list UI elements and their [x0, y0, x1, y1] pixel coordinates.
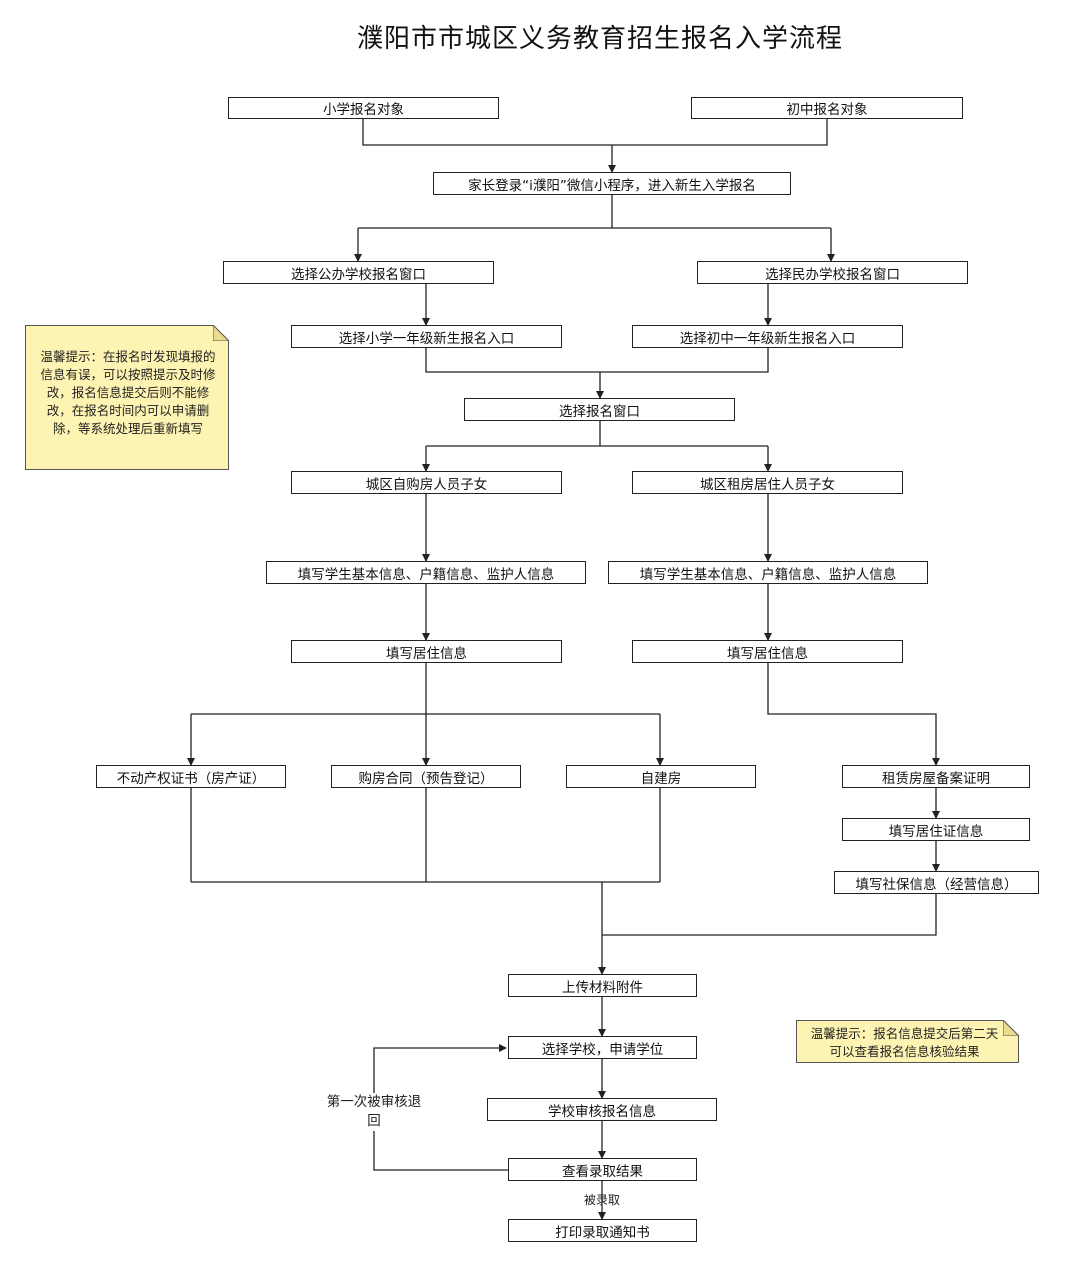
social-security-box: 填写社保信息（经营信息） [834, 871, 1039, 894]
fill-residence-right-box: 填写居住信息 [632, 640, 903, 663]
primary-entry-box: 选择小学一年级新生报名入口 [291, 325, 562, 348]
tip-left-text: 温馨提示：在报名时发现填报的信息有误，可以按照提示及时修改，报名信息提交后则不能… [40, 349, 216, 436]
rent-house-box: 城区租房居住人员子女 [632, 471, 903, 494]
note-fold-icon [1003, 1020, 1019, 1036]
private-window-box: 选择民办学校报名窗口 [697, 261, 968, 284]
public-window-box: 选择公办学校报名窗口 [223, 261, 494, 284]
first-return-label-line2: 回 [367, 1113, 381, 1129]
select-window-box: 选择报名窗口 [464, 398, 735, 421]
fill-basic-right-box: 填写学生基本信息、户籍信息、监护人信息 [608, 561, 928, 584]
middle-entry-box: 选择初中一年级新生报名入口 [632, 325, 903, 348]
first-return-label: 第一次被审核退 回 [312, 1093, 436, 1131]
first-return-label-line1: 第一次被审核退 [326, 1094, 422, 1110]
check-result-box: 查看录取结果 [508, 1158, 697, 1181]
login-box: 家长登录“i濮阳”微信小程序，进入新生入学报名 [433, 172, 791, 195]
purchase-contract-box: 购房合同（预告登记） [331, 765, 521, 788]
print-notice-box: 打印录取通知书 [508, 1219, 697, 1242]
school-review-box: 学校审核报名信息 [487, 1098, 717, 1121]
tip-right-note: 温馨提示：报名信息提交后第二天可以查看报名信息核验结果 [796, 1020, 1019, 1063]
page-title: 濮阳市市城区义务教育招生报名入学流程 [356, 24, 843, 54]
middle-target-box: 初中报名对象 [691, 97, 963, 119]
own-house-box: 城区自购房人员子女 [291, 471, 562, 494]
self-built-box: 自建房 [566, 765, 756, 788]
upload-box: 上传材料附件 [508, 974, 697, 997]
choose-school-box: 选择学校，申请学位 [508, 1036, 697, 1059]
tip-right-text: 温馨提示：报名信息提交后第二天可以查看报名信息核验结果 [810, 1026, 999, 1059]
admitted-label: 被录取 [583, 1193, 620, 1207]
fill-basic-left-box: 填写学生基本信息、户籍信息、监护人信息 [266, 561, 586, 584]
fill-residence-left-box: 填写居住信息 [291, 640, 562, 663]
primary-target-box: 小学报名对象 [228, 97, 499, 119]
tip-left-note: 温馨提示：在报名时发现填报的信息有误，可以按照提示及时修改，报名信息提交后则不能… [25, 325, 229, 470]
property-cert-box: 不动产权证书（房产证） [96, 765, 286, 788]
lease-record-box: 租赁房屋备案证明 [842, 765, 1030, 788]
residence-permit-box: 填写居住证信息 [842, 818, 1030, 841]
note-fold-icon [213, 325, 229, 341]
